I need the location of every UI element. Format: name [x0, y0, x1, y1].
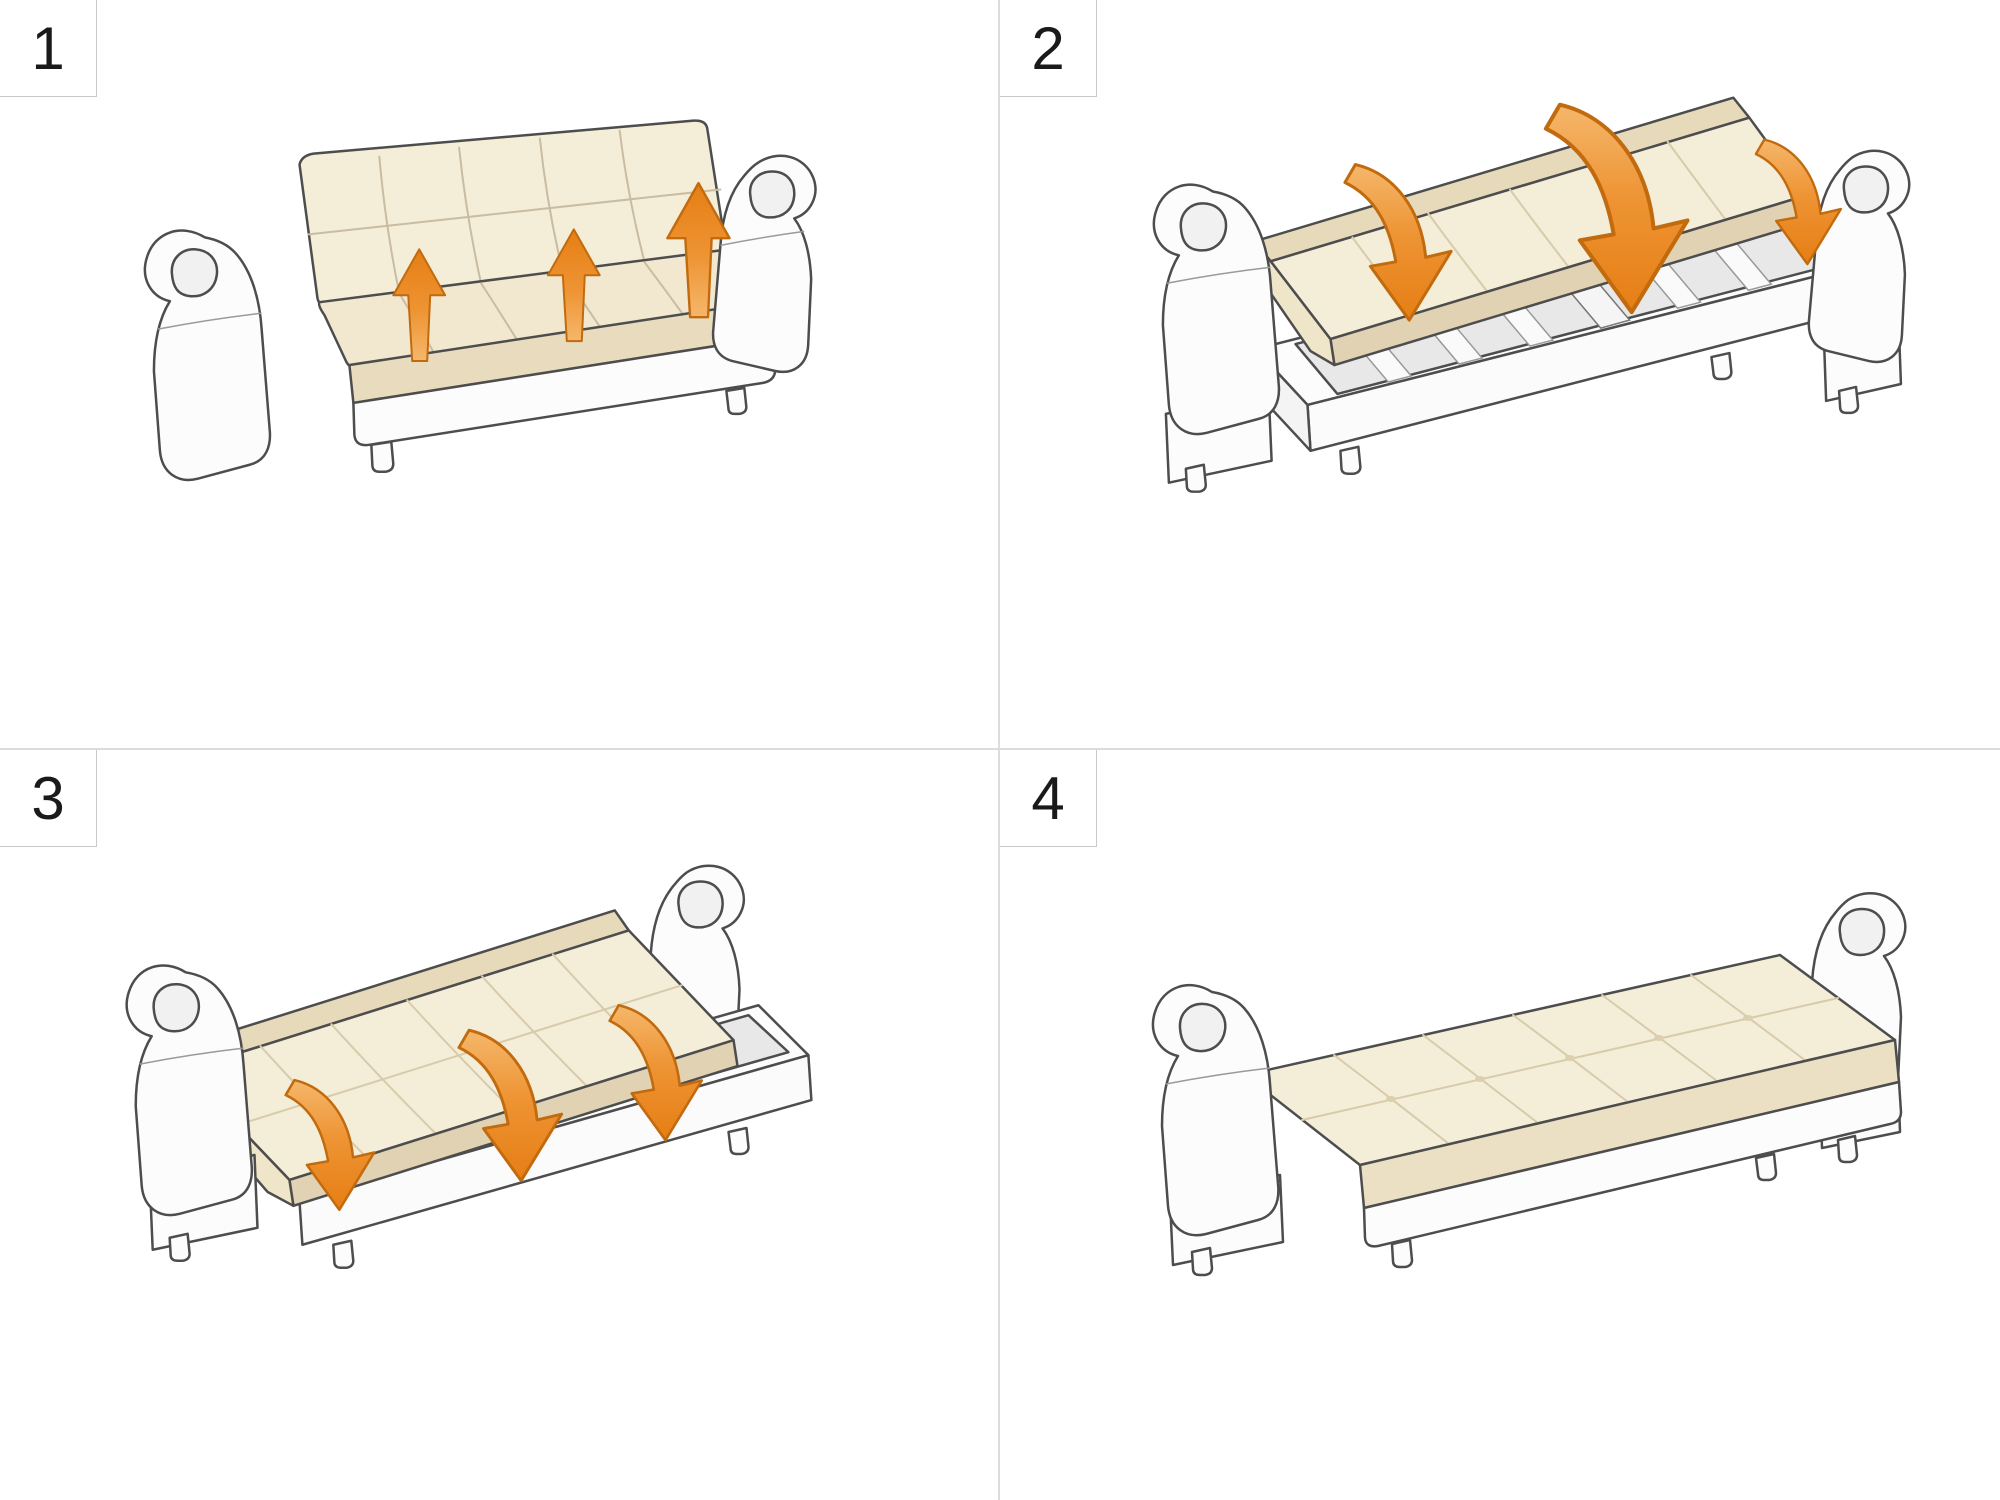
step-number-label: 1: [31, 14, 65, 82]
step-number-label: 3: [31, 764, 65, 832]
sofa-armrest-left: [125, 964, 259, 1262]
step-number-label: 4: [1031, 764, 1065, 832]
sofa-step-2-illustration: [1152, 96, 1911, 493]
step-number-badge: 2: [1000, 0, 1097, 97]
sofa-leg: [727, 1126, 750, 1156]
sofa-leg: [1837, 385, 1860, 415]
sofa-leg: [1836, 1134, 1859, 1164]
step-number-label: 2: [1031, 14, 1065, 82]
tuft-dimples: [1386, 1015, 1753, 1102]
step-panel-2: 2: [1000, 0, 2000, 750]
up-arrow-icon: [546, 228, 601, 343]
up-arrow-icon: [392, 248, 447, 363]
sofa-step-1-illustration: [143, 119, 817, 482]
sofa-bed-flat: [1151, 891, 1907, 1277]
sofa-armrest-right: [1807, 149, 1911, 415]
sofa-leg: [1339, 445, 1362, 475]
up-arrows: [392, 181, 731, 363]
sofa-armrest-left: [1151, 983, 1285, 1277]
step-number-badge: 3: [0, 750, 97, 847]
step-number-badge: 4: [1000, 750, 1097, 847]
sofa-leg: [332, 1239, 355, 1269]
sofa-step-4-illustration: [1151, 891, 1907, 1277]
sofa-leg: [168, 1232, 191, 1262]
step-panel-4: 4: [1000, 750, 2000, 1500]
sofa-leg: [370, 440, 395, 473]
sofa-base: [1362, 1080, 1903, 1248]
sofa-armrest-left: [1152, 183, 1281, 493]
sofa-leg: [1390, 1238, 1414, 1269]
step-panel-1: 1: [0, 0, 1000, 750]
step-number-badge: 1: [0, 0, 97, 97]
up-arrow-icon: [666, 181, 731, 319]
sofa-leg: [1710, 351, 1733, 381]
sofa-leg: [1184, 463, 1208, 493]
step-panel-3: 3: [0, 750, 1000, 1500]
sofa-armrest-right: [711, 154, 817, 374]
sofa-leg: [725, 386, 748, 416]
sofa-step-3-illustration: [125, 864, 813, 1269]
bed-mattress: [1243, 953, 1901, 1210]
sofa-closed: [143, 119, 817, 482]
sofa-leg: [1190, 1246, 1214, 1277]
sofa-unfolding: [125, 864, 813, 1269]
sofa-leg: [1754, 1152, 1778, 1182]
sofa-armrest-left: [143, 229, 272, 482]
